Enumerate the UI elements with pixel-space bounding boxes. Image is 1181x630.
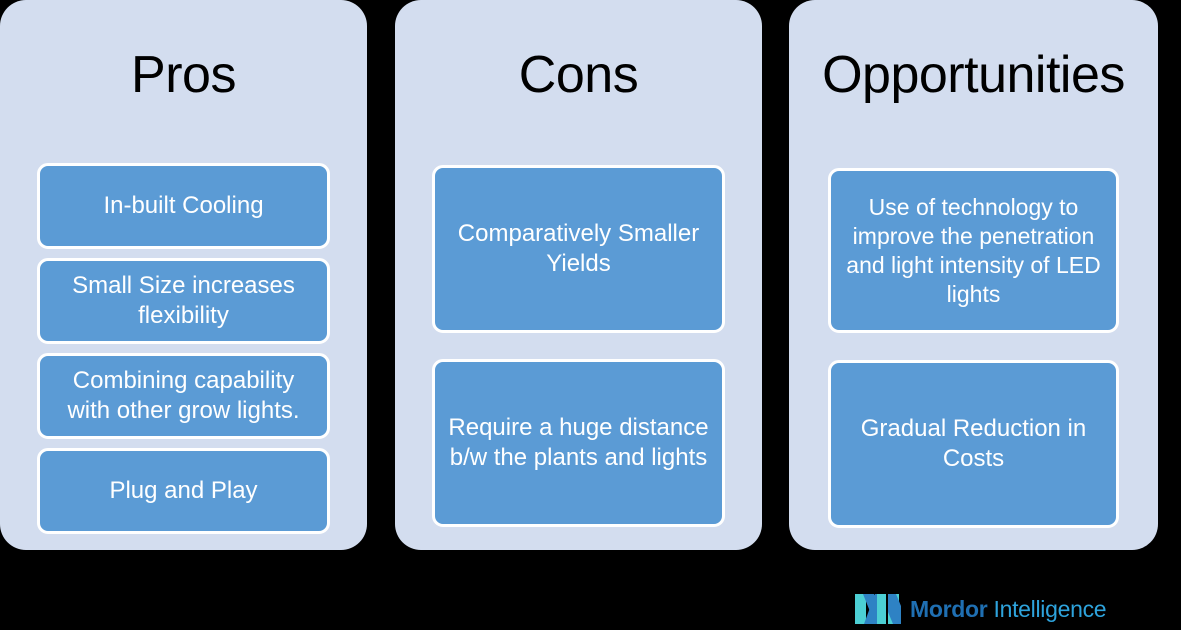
- logo-word-mordor: Mordor: [910, 596, 988, 622]
- card-list-cons: Comparatively Smaller Yields Require a h…: [432, 163, 725, 533]
- column-title-cons: Cons: [518, 46, 639, 104]
- card-opportunities-1[interactable]: Use of technology to improve the penetra…: [828, 168, 1119, 333]
- card-pros-1[interactable]: In-built Cooling: [37, 163, 330, 249]
- column-title-opportunities: Opportunities: [822, 46, 1125, 104]
- card-list-pros: In-built Cooling Small Size increases fl…: [37, 163, 330, 534]
- card-cons-2[interactable]: Require a huge distance b/w the plants a…: [432, 359, 725, 527]
- logo-word-intelligence: Intelligence: [987, 596, 1107, 622]
- card-list-opportunities: Use of technology to improve the penetra…: [828, 163, 1119, 533]
- card-pros-3[interactable]: Combining capability with other grow lig…: [37, 353, 330, 439]
- card-cons-1[interactable]: Comparatively Smaller Yields: [432, 165, 725, 333]
- card-opportunities-2[interactable]: Gradual Reduction in Costs: [828, 360, 1119, 528]
- card-pros-4[interactable]: Plug and Play: [37, 448, 330, 534]
- mordor-m-mark-icon: [855, 594, 901, 624]
- card-pros-2[interactable]: Small Size increases flexibility: [37, 258, 330, 344]
- logo-wordmark: Mordor Intelligence: [910, 596, 1107, 622]
- column-title-pros: Pros: [131, 46, 236, 104]
- mordor-intelligence-logo: Mordor Intelligence: [855, 592, 1107, 626]
- column-panel-pros: Pros In-built Cooling Small Size increas…: [0, 0, 367, 550]
- column-panel-cons: Cons Comparatively Smaller Yields Requir…: [395, 0, 762, 550]
- column-panel-opportunities: Opportunities Use of technology to impro…: [789, 0, 1158, 550]
